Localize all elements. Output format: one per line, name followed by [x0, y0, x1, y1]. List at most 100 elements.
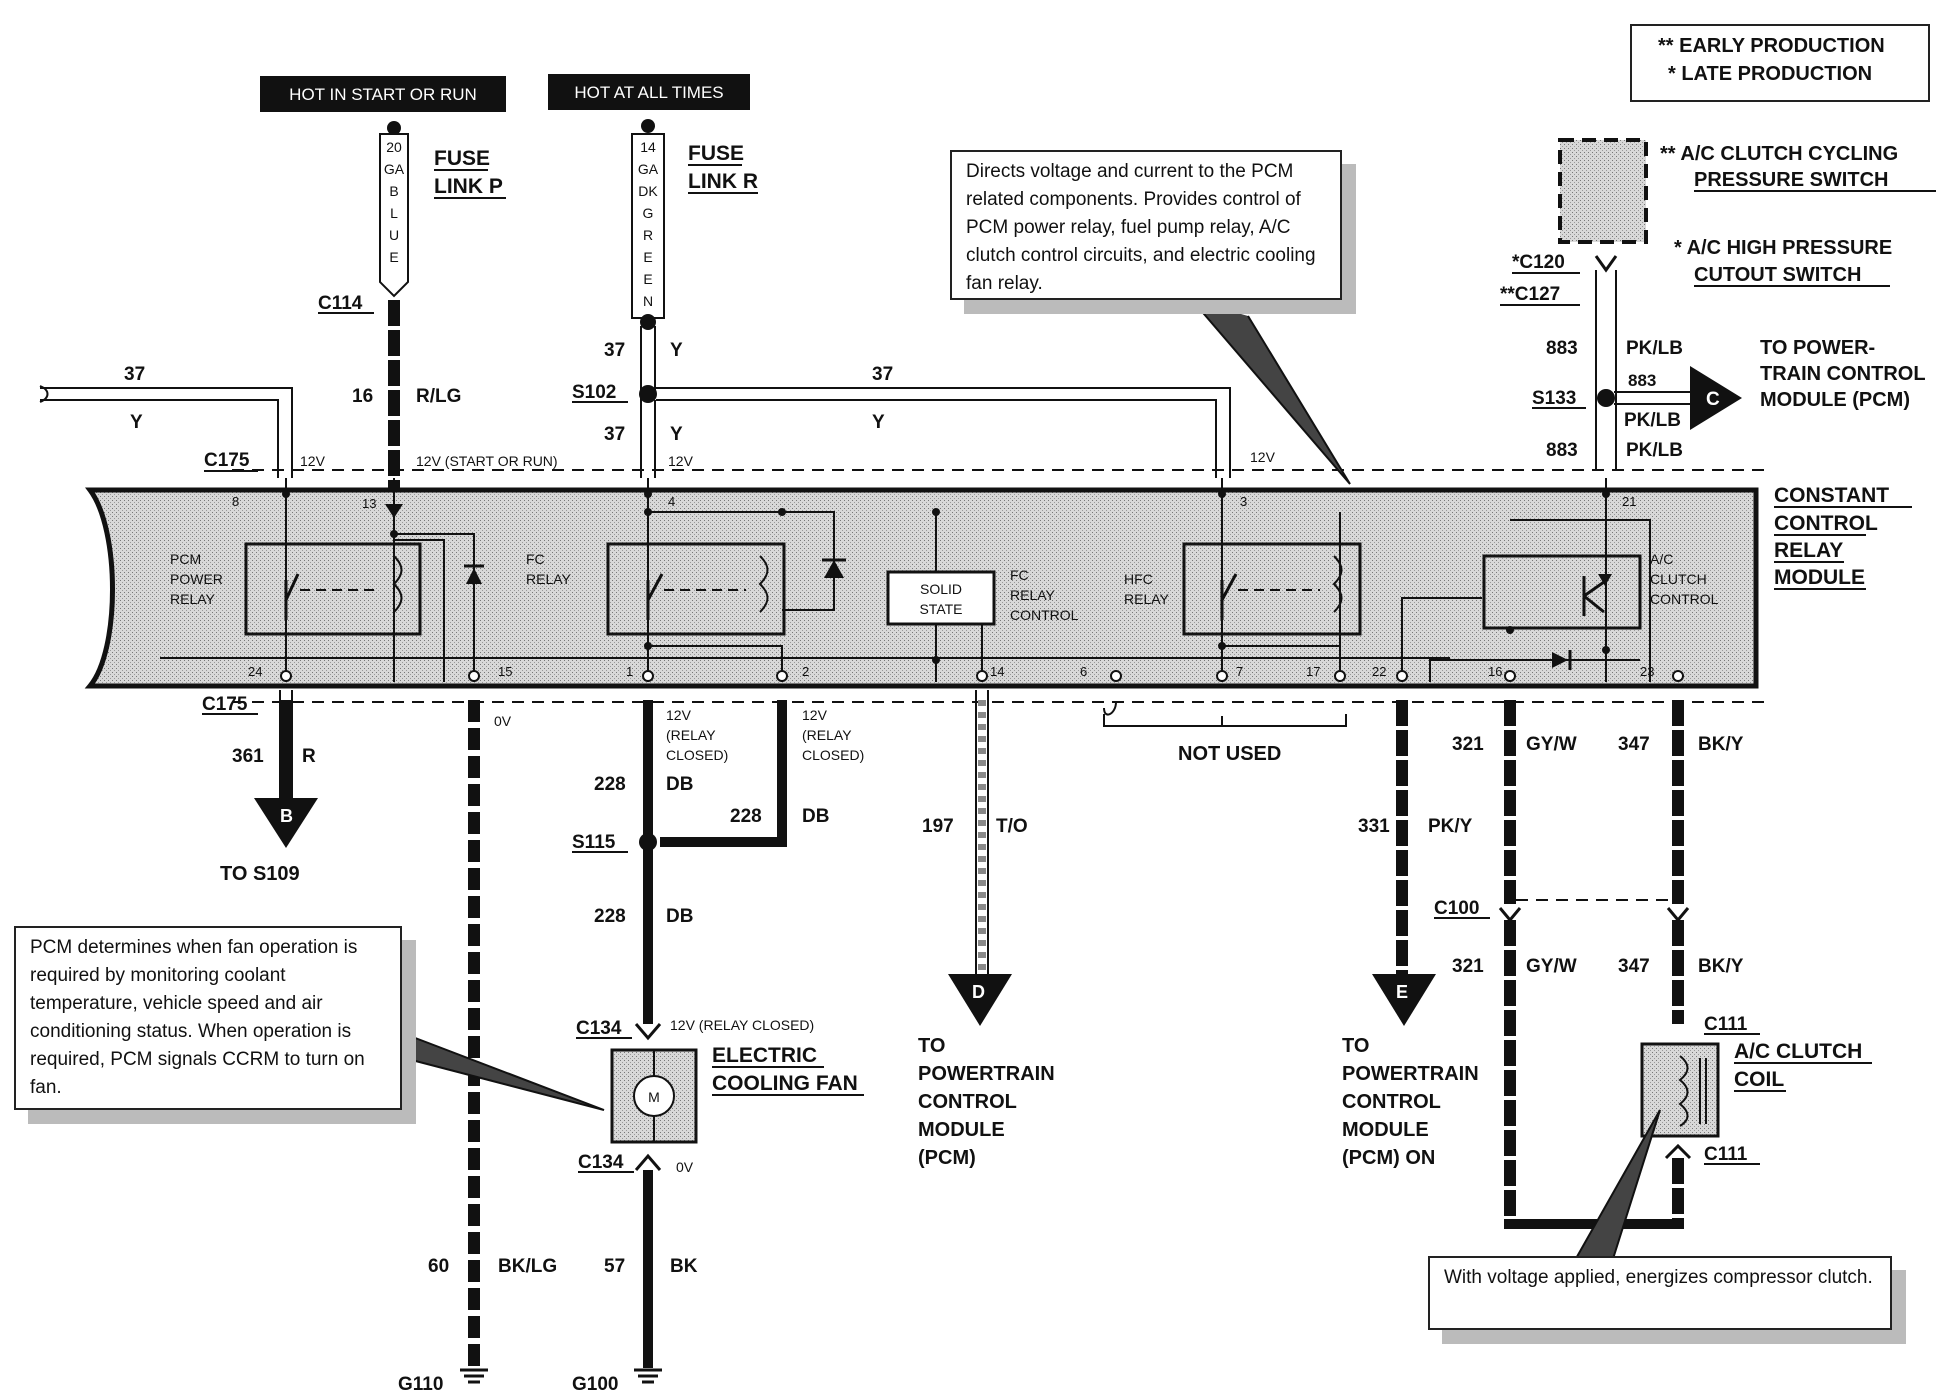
svg-text:C: C: [1706, 389, 1720, 410]
svg-text:L: L: [390, 205, 398, 221]
svg-text:SOLID: SOLID: [920, 581, 962, 597]
svg-text:MODULE (PCM): MODULE (PCM): [1760, 389, 1910, 411]
fuse-r-label-1: FUSE: [688, 142, 744, 165]
fuse-r-label-2: LINK R: [688, 170, 758, 193]
svg-text:* A/C HIGH PRESSURE: * A/C HIGH PRESSURE: [1674, 237, 1892, 259]
svg-text:GY/W: GY/W: [1526, 734, 1577, 755]
svg-text:57: 57: [604, 1256, 625, 1277]
svg-text:PCM: PCM: [170, 551, 201, 567]
svg-text:DK: DK: [638, 183, 658, 199]
power-label-start-run: HOT IN START OR RUN: [289, 85, 477, 104]
svg-text:C111: C111: [1704, 1144, 1748, 1165]
svg-text:E: E: [389, 249, 398, 265]
svg-text:361: 361: [232, 746, 264, 767]
svg-text:POWERTRAIN: POWERTRAIN: [1342, 1063, 1479, 1085]
svg-text:21: 21: [1622, 494, 1636, 509]
svg-text:R/LG: R/LG: [416, 386, 461, 407]
svg-text:Y: Y: [872, 412, 885, 433]
svg-text:Y: Y: [670, 424, 683, 445]
svg-text:DB: DB: [666, 774, 693, 795]
svg-text:TO: TO: [1342, 1035, 1369, 1057]
svg-text:CUTOUT SWITCH: CUTOUT SWITCH: [1694, 264, 1861, 286]
svg-text:PRESSURE SWITCH: PRESSURE SWITCH: [1694, 169, 1888, 191]
svg-text:228: 228: [594, 774, 626, 795]
svg-text:228: 228: [594, 906, 626, 927]
svg-text:883: 883: [1628, 371, 1656, 390]
ccrm-note: Directs voltage and current to the PCM r…: [950, 150, 1342, 300]
c114-label: C114: [318, 293, 363, 314]
svg-text:R: R: [643, 227, 653, 243]
c175-top-label: C175: [204, 450, 250, 471]
svg-text:DB: DB: [802, 806, 829, 827]
power-label-all-times: HOT AT ALL TIMES: [574, 83, 723, 102]
svg-text:PK/LB: PK/LB: [1626, 338, 1683, 359]
svg-text:BK: BK: [670, 1256, 698, 1277]
clutch-note: With voltage applied, energizes compress…: [1428, 1256, 1892, 1330]
power-label-box-all-times: [548, 74, 750, 110]
fuse-p-terminal: [387, 121, 401, 135]
svg-text:BK/Y: BK/Y: [1698, 956, 1744, 977]
svg-text:12V (RELAY CLOSED): 12V (RELAY CLOSED): [670, 1017, 814, 1033]
pcm-note: PCM determines when fan operation is req…: [14, 926, 402, 1110]
fuse-p-gauge-text: 20 GA B L U E: [384, 139, 405, 265]
svg-text:C134: C134: [576, 1018, 622, 1039]
svg-text:12V (START OR RUN): 12V (START OR RUN): [416, 453, 558, 469]
legend-early: ** EARLY PRODUCTION: [1658, 35, 1885, 57]
svg-text:S133: S133: [1532, 388, 1576, 409]
svg-text:37: 37: [124, 364, 145, 385]
svg-text:8: 8: [232, 494, 239, 509]
fuse-link-p: [379, 133, 409, 298]
svg-text:A/C: A/C: [1650, 551, 1673, 567]
svg-text:G110: G110: [398, 1374, 443, 1392]
svg-text:COOLING FAN: COOLING FAN: [712, 1072, 858, 1095]
svg-text:POWER: POWER: [170, 571, 223, 587]
fuse-r-gauge-text: 14 GA DK G R E E N: [638, 139, 659, 309]
svg-text:RELAY: RELAY: [1010, 587, 1056, 603]
svg-text:883: 883: [1546, 338, 1578, 359]
svg-text:12V: 12V: [668, 453, 694, 469]
svg-text:16: 16: [352, 386, 373, 407]
svg-text:GY/W: GY/W: [1526, 956, 1577, 977]
svg-text:CLUTCH: CLUTCH: [1650, 571, 1707, 587]
svg-text:CONTROL: CONTROL: [1774, 512, 1878, 535]
ac-pressure-switch: [1558, 138, 1648, 244]
svg-text:14: 14: [640, 139, 656, 155]
svg-text:PK/LB: PK/LB: [1626, 440, 1683, 461]
svg-text:Y: Y: [130, 412, 143, 433]
arrow-c: [1690, 366, 1742, 430]
svg-text:7: 7: [1236, 664, 1243, 679]
s102-label: S102: [572, 382, 616, 403]
svg-text:RELAY: RELAY: [526, 571, 572, 587]
svg-text:16: 16: [1488, 664, 1502, 679]
svg-text:G: G: [643, 205, 654, 221]
svg-text:(RELAY: (RELAY: [666, 727, 716, 743]
svg-text:CONTROL: CONTROL: [1650, 591, 1719, 607]
svg-text:ELECTRIC: ELECTRIC: [712, 1044, 817, 1067]
svg-text:(PCM): (PCM): [918, 1147, 976, 1169]
svg-text:MODULE: MODULE: [1774, 566, 1865, 589]
svg-text:FC: FC: [526, 551, 545, 567]
svg-text:FC: FC: [1010, 567, 1029, 583]
s133-splice: [1597, 389, 1615, 407]
svg-text:BK/Y: BK/Y: [1698, 734, 1744, 755]
svg-text:37: 37: [604, 424, 625, 445]
svg-text:STATE: STATE: [919, 601, 962, 617]
svg-text:15: 15: [498, 664, 512, 679]
svg-text:MODULE: MODULE: [1342, 1119, 1429, 1141]
svg-text:321: 321: [1452, 956, 1484, 977]
svg-text:(PCM) ON: (PCM) ON: [1342, 1147, 1435, 1169]
svg-text:347: 347: [1618, 956, 1650, 977]
svg-text:TO POWER-: TO POWER-: [1760, 337, 1875, 359]
svg-text:CLOSED): CLOSED): [666, 747, 728, 763]
legend-late: * LATE PRODUCTION: [1668, 63, 1873, 85]
svg-text:12V: 12V: [802, 707, 828, 723]
svg-text:Y: Y: [670, 340, 683, 361]
svg-text:** A/C CLUTCH CYCLING: ** A/C CLUTCH CYCLING: [1660, 143, 1898, 165]
svg-text:12V: 12V: [1250, 449, 1276, 465]
svg-text:POWERTRAIN: POWERTRAIN: [918, 1063, 1055, 1085]
svg-text:S115: S115: [572, 832, 616, 853]
svg-text:197: 197: [922, 816, 954, 837]
ac-clutch-control-block: [1482, 554, 1642, 630]
svg-text:CONTROL: CONTROL: [1342, 1091, 1441, 1113]
svg-text:C175: C175: [202, 694, 248, 715]
